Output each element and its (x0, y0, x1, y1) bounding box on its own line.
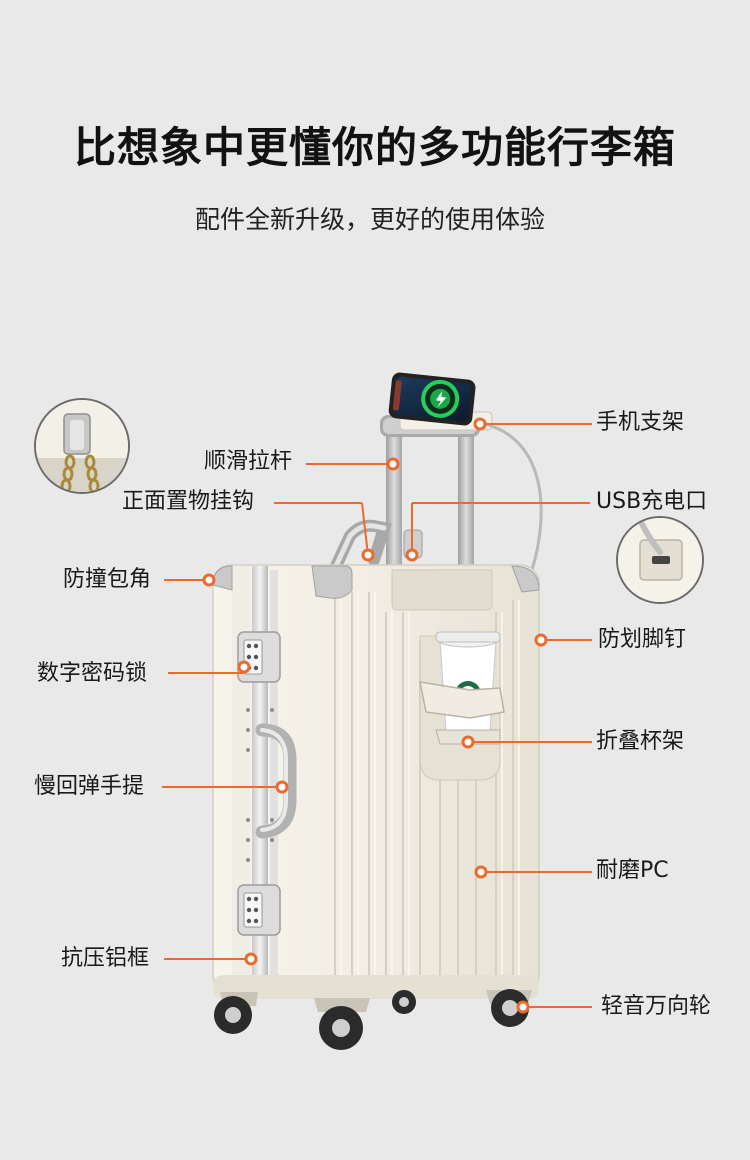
telescopic-handle (380, 415, 480, 578)
label-scratch-studs: 防划脚钉 (598, 627, 687, 652)
callout-lines (162, 423, 592, 1008)
tsa-locks (237, 631, 281, 936)
subheadline: 配件全新升级，更好的使用体验 (194, 205, 545, 234)
label-silent-wheels: 轻音万向轮 (601, 994, 712, 1019)
usb-cable (484, 422, 543, 571)
label-smooth-handle: 顺滑拉杆 (204, 449, 293, 474)
label-corner-guard: 防撞包角 (63, 567, 152, 592)
label-front-hook: 正面置物挂钩 (122, 489, 255, 514)
label-cup-holder: 折叠杯架 (596, 729, 685, 754)
side-handle (255, 723, 297, 839)
label-alu-frame: 抗压铝框 (61, 946, 150, 971)
label-tsa-lock: 数字密码锁 (37, 661, 148, 686)
cup-holder (419, 631, 505, 745)
top-carry-handle (330, 519, 392, 572)
headline: 比想象中更懂你的多功能行李箱 (73, 123, 676, 172)
callout-dots (202, 417, 548, 1014)
phone-holder (388, 372, 493, 431)
label-rebound-handle: 慢回弹手提 (34, 774, 145, 799)
label-pc-shell: 耐磨PC (596, 858, 669, 883)
spinner-wheels (213, 975, 539, 1050)
hook-detail-inset (34, 398, 130, 494)
label-usb-port: USB充电口 (596, 489, 708, 514)
usb-detail-inset (616, 516, 704, 604)
corner-guards (212, 565, 540, 599)
label-phone-holder: 手机支架 (596, 410, 685, 435)
